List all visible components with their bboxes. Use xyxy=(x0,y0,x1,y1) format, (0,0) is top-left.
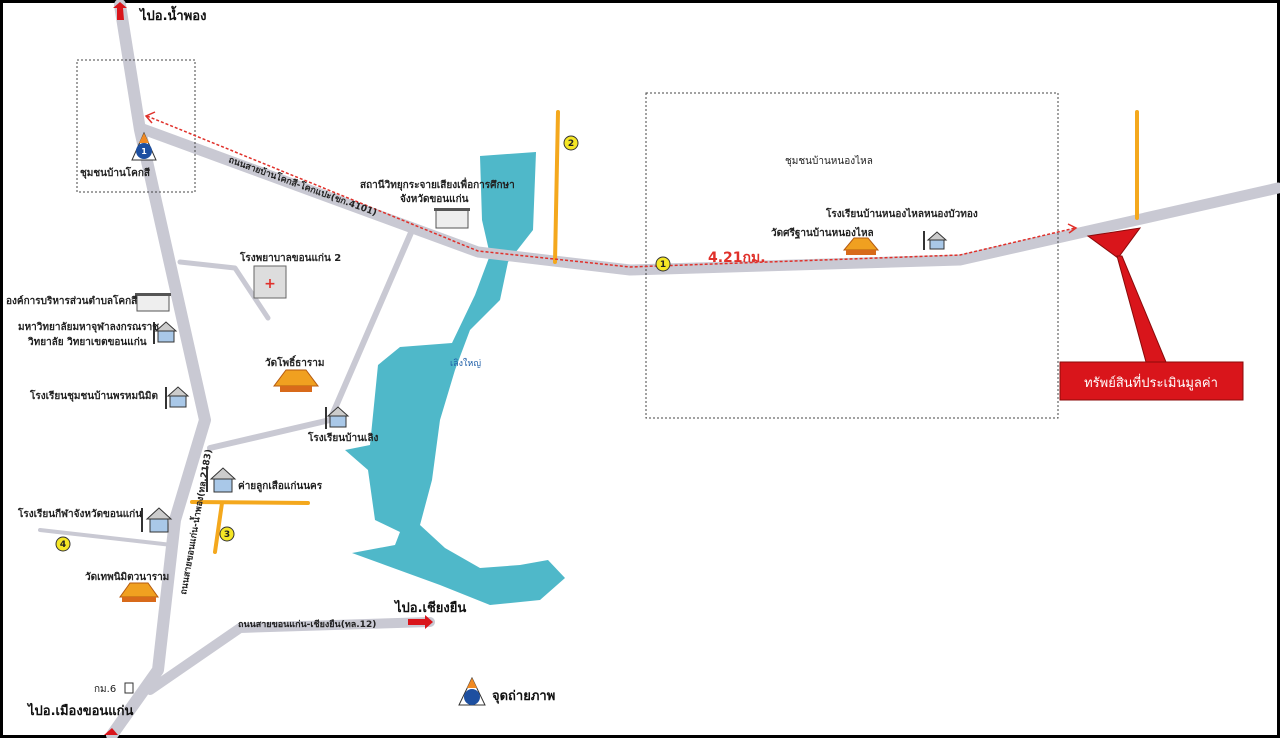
svg-text:2: 2 xyxy=(568,139,574,149)
marker-1: 1 xyxy=(655,256,671,272)
road-nam-phong xyxy=(106,0,211,738)
minor-road-3a xyxy=(190,500,310,505)
label-school-loeng: โรงเรียนบ้านเลิง xyxy=(307,431,378,444)
label-sao: องค์การบริหารส่วนตำบลโคกสี xyxy=(6,294,138,307)
kok-si-area-box xyxy=(76,59,196,193)
road-label-chiang-yuen: ถนนสายขอนแก่น-เชียงยืน(ทล.12) xyxy=(238,618,376,630)
label-nong-lai-community: ชุมชนบ้านหนองไหล xyxy=(785,155,873,167)
svg-text:+: + xyxy=(264,276,276,292)
road-chiang-yuen xyxy=(145,617,435,695)
svg-text:3: 3 xyxy=(224,530,230,540)
road-4 xyxy=(38,528,174,547)
hospital-icon: + xyxy=(253,265,287,299)
marker-4: 4 xyxy=(55,536,71,552)
label-university-2: วิทยาลัย วิทยาเขตขอนแก่น xyxy=(28,336,147,348)
subject-property-marker xyxy=(1086,227,1142,259)
school-icon xyxy=(165,386,190,409)
svg-text:4: 4 xyxy=(60,540,66,550)
subject-property-box xyxy=(1059,361,1244,401)
temple-icon xyxy=(273,369,319,392)
label-wat-pho: วัดโพธิ์ธาราม xyxy=(265,355,324,369)
svg-text:1: 1 xyxy=(660,260,666,270)
school-icon xyxy=(153,321,178,344)
scout-camp-icon xyxy=(206,466,237,493)
lake-label: เลิงใหญ่ xyxy=(450,358,481,369)
temple-icon xyxy=(842,237,880,255)
label-kok-si-community: ชุมชนบ้านโคกสี xyxy=(80,166,151,179)
photo-point-icon xyxy=(136,143,152,159)
radio-station-icon xyxy=(434,208,470,229)
label-university-1: มหาวิทยาลัยมหาจุฬาลงกรณราช xyxy=(18,321,159,333)
label-scout-camp: ค่ายลูกเสือแก่นนคร xyxy=(238,480,323,493)
km-marker-icon xyxy=(124,682,134,694)
label-wat-thep: วัดเทพนิมิตวนาราม xyxy=(85,571,169,583)
legend-photo-point-icon xyxy=(458,676,486,706)
nong-lai-area-box xyxy=(645,92,1059,419)
label-radio-station-2: จังหวัดขอนแก่น xyxy=(400,193,469,205)
label-sports-school: โรงเรียนกีฬาจังหวัดขอนแก่น xyxy=(17,507,142,520)
school-icon xyxy=(923,231,948,250)
school-icon xyxy=(141,507,173,533)
direction-east: ไปอ.เชียงยืน xyxy=(393,599,466,616)
route-arrow-west xyxy=(144,111,156,124)
direction-north: ไปอ.น้ำพอง xyxy=(138,5,206,24)
label-hospital: โรงพยาบาลขอนแก่น 2 xyxy=(239,251,341,264)
government-office-icon xyxy=(135,293,171,312)
marker-2: 2 xyxy=(563,135,579,151)
arrow-south-icon xyxy=(104,728,118,735)
label-school-phrom: โรงเรียนชุมชนบ้านพรหมนิมิต xyxy=(29,389,158,402)
subject-property-label: ทรัพย์สินที่ประเมินมูลค่า xyxy=(1084,374,1218,391)
label-km6: กม.6 xyxy=(94,684,116,695)
road-kok-si xyxy=(134,122,1280,276)
distance-label: 4.21กม. xyxy=(708,250,766,266)
road-hospital xyxy=(177,259,271,321)
temple-icon xyxy=(119,582,159,602)
arrow-north-icon xyxy=(113,2,127,20)
label-radio-station-1: สถานีวิทยุกระจายเสียงเพื่อการศึกษา xyxy=(360,177,515,191)
photo-point-1: 1 xyxy=(131,131,157,161)
marker-3: 3 xyxy=(219,526,235,542)
route-line xyxy=(146,115,1076,268)
arrow-east-icon xyxy=(408,615,433,629)
minor-road-3b xyxy=(213,501,224,554)
label-nong-lai-school: โรงเรียนบ้านหนองไหลหนองบัวทอง xyxy=(825,207,978,220)
route-arrow-east xyxy=(1067,223,1078,234)
direction-south: ไปอ.เมืองขอนแก่น xyxy=(26,702,134,719)
minor-road-2 xyxy=(553,110,560,264)
legend-photo-point-label: จุดถ่ายภาพ xyxy=(492,689,555,704)
label-wat-sri: วัดศรีฐานบ้านหนองไหล xyxy=(771,226,874,239)
svg-text:1: 1 xyxy=(141,147,147,156)
school-icon xyxy=(325,406,350,429)
lake-loeng-yai xyxy=(345,152,565,605)
